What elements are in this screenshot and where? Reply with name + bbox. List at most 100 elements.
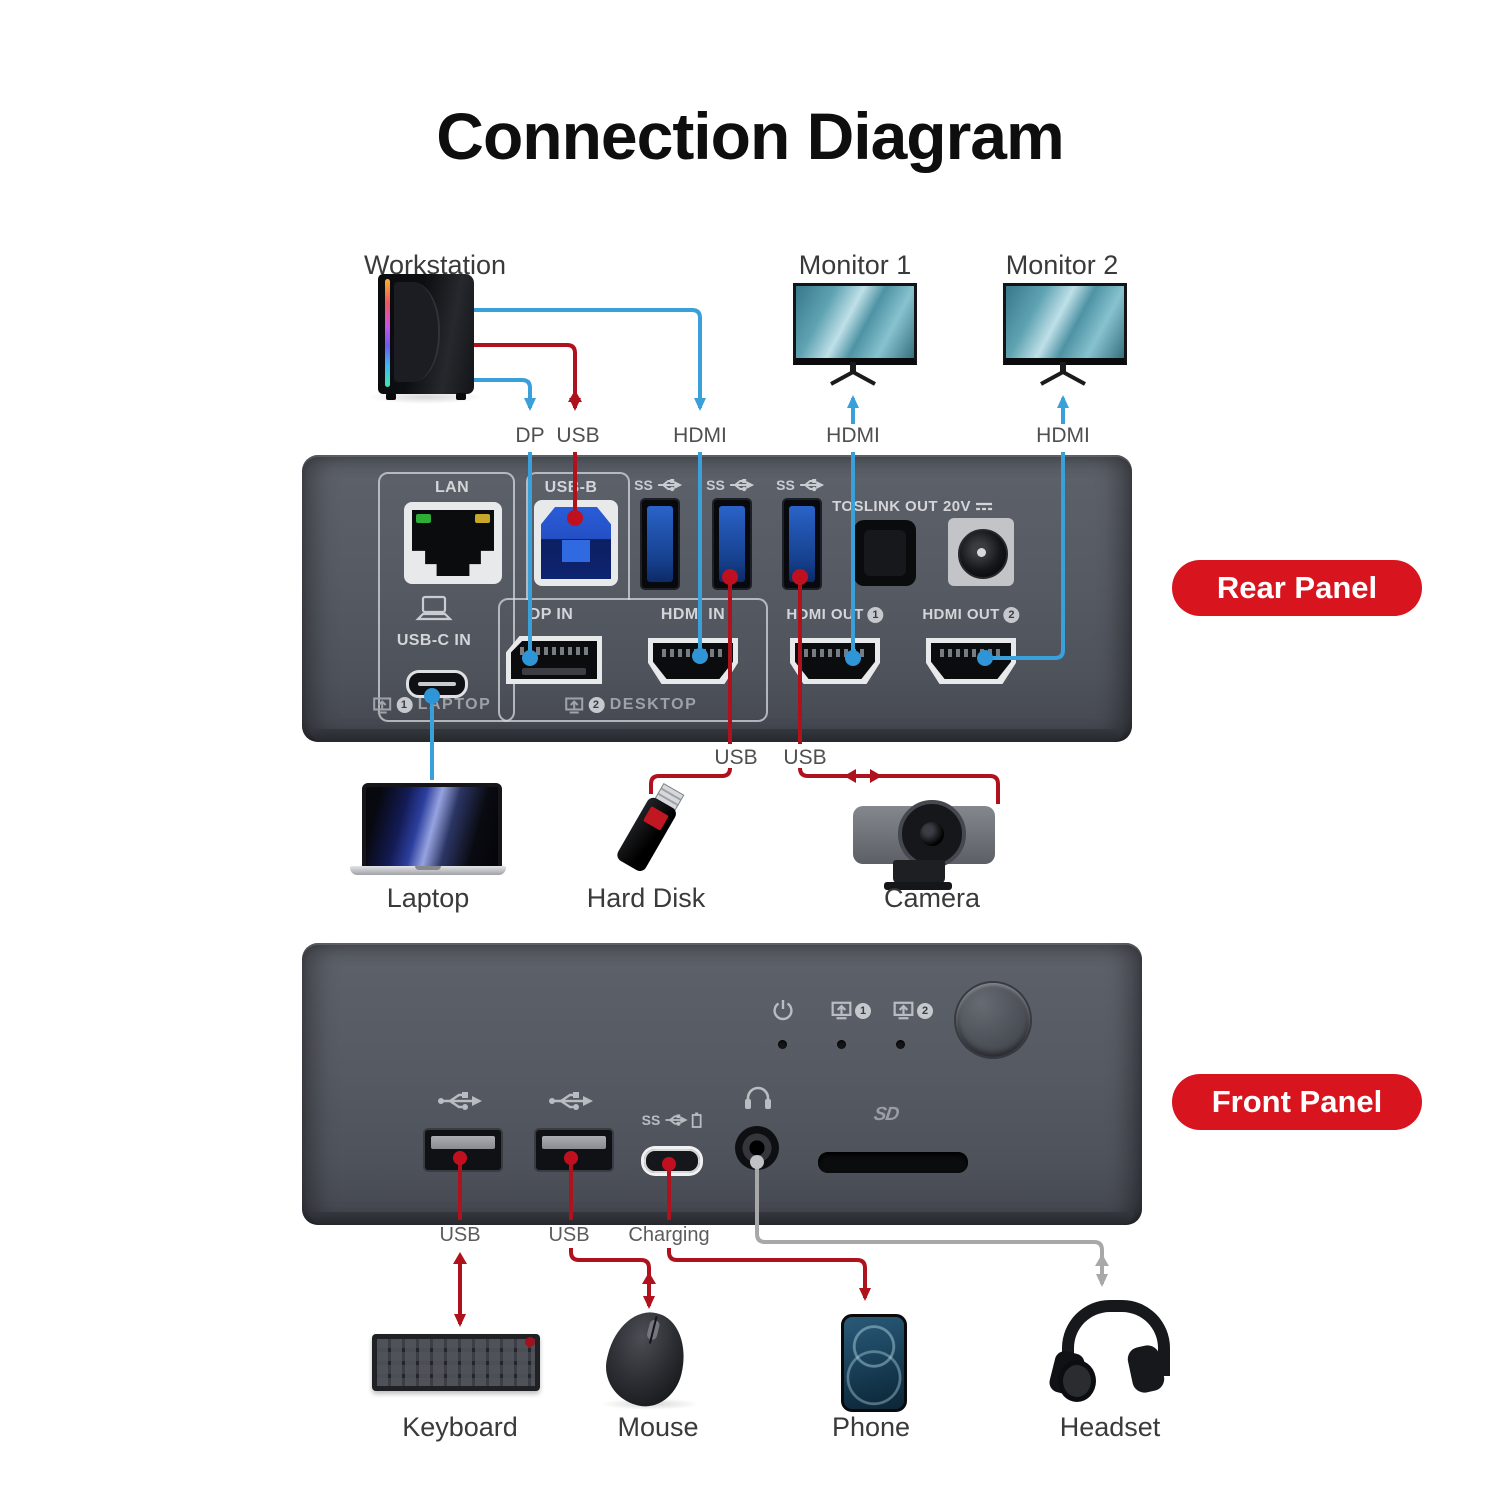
desktop-zone-label: 2 DESKTOP — [565, 696, 698, 714]
monitor-stand — [1040, 362, 1086, 386]
usb-c-in-port — [406, 670, 468, 698]
monitor1-label: Monitor 1 — [798, 250, 912, 280]
hdmi-pins — [940, 649, 1002, 657]
usb-trident-icon — [657, 479, 682, 492]
hdmi-pins — [804, 649, 866, 657]
sd-card-slot — [818, 1152, 968, 1173]
dp-in-port — [506, 636, 602, 684]
hdmi-cable-label: HDMI — [673, 424, 727, 447]
hdmi-in-label: HDMI IN — [660, 606, 726, 623]
usb-a-port-rear-3 — [782, 498, 822, 590]
usb-trident-icon — [729, 479, 754, 492]
dc-symbol-icon — [975, 502, 992, 511]
dp-pins — [520, 647, 588, 655]
tower-foot — [386, 393, 396, 400]
laptop-icon — [415, 595, 453, 621]
source1-number: 1 — [855, 1002, 871, 1019]
monitor-screen — [1003, 283, 1127, 365]
dp-slot — [522, 668, 586, 675]
usbb-zone-box — [526, 472, 630, 600]
ss-usb-icon: SS — [706, 477, 754, 493]
display-up-icon — [831, 1001, 852, 1020]
usb-a-port-front-1 — [423, 1128, 503, 1172]
hard-disk-image — [591, 771, 705, 897]
hdmi-in-port — [648, 638, 738, 684]
lan-led-green — [416, 514, 431, 523]
tower-foot — [456, 393, 466, 400]
drive-body — [614, 795, 679, 874]
ss-usb-icon: SS — [634, 477, 682, 493]
usb-cable-label: USB — [783, 746, 827, 769]
headphone-jack — [735, 1126, 779, 1170]
workstation-label: Workstation — [363, 250, 507, 280]
hdmi-cable-label: HDMI — [826, 424, 880, 447]
display-up-icon — [893, 1001, 914, 1020]
usb-c-in-label: USB-C IN — [396, 632, 472, 649]
hdmi-out2-port — [926, 638, 1016, 684]
power-label: 20V — [943, 498, 993, 515]
hdmi-cable-label: HDMI — [1036, 424, 1090, 447]
tower-door — [394, 282, 440, 382]
toslink-port — [854, 520, 916, 586]
keyboard-keys — [377, 1339, 535, 1386]
ss-text: SS — [776, 477, 795, 493]
zone2-number: 2 — [588, 697, 605, 713]
ss-text: SS — [641, 1112, 661, 1128]
ss-text: SS — [706, 477, 725, 493]
ss-text: SS — [634, 477, 653, 493]
zone2-text: DESKTOP — [609, 696, 698, 713]
phone-image — [841, 1314, 907, 1412]
front-dock — [302, 943, 1142, 1225]
power-indicator-icon — [773, 1000, 793, 1021]
usb-a-port-rear-1 — [640, 498, 680, 590]
rear-panel-badge: Rear Panel — [1172, 560, 1422, 616]
power-led — [778, 1040, 787, 1049]
monitor2-label: Monitor 2 — [1005, 250, 1119, 280]
camera-mount — [893, 860, 945, 884]
usb-trident-icon — [549, 1092, 593, 1110]
mouse-label: Mouse — [617, 1412, 699, 1442]
usb-b-port — [534, 500, 618, 586]
lan-led-yellow — [475, 514, 490, 523]
headset-earpad — [1058, 1360, 1096, 1402]
usb-port-label: USB — [439, 1224, 481, 1246]
keyboard-label: Keyboard — [402, 1412, 518, 1442]
power-button — [956, 983, 1030, 1057]
toslink-label: TOSLINK OUT — [832, 498, 938, 515]
hdmi-out2-number: 2 — [1003, 606, 1020, 623]
charging-port-label: Charging — [628, 1224, 710, 1246]
ss-charging-icon: SS — [642, 1112, 703, 1128]
camera-foot — [884, 882, 952, 890]
usb-cable-label: USB — [556, 424, 600, 447]
usb-c-opening — [644, 1149, 700, 1173]
hdmi-out2-text: HDMI OUT — [922, 606, 1000, 623]
battery-icon — [691, 1112, 702, 1128]
laptop-image — [362, 783, 502, 874]
power-label-text: 20V — [943, 498, 971, 515]
dp-in-label: DP IN — [528, 606, 574, 623]
usb-trident-icon — [438, 1092, 482, 1110]
source2-led — [896, 1040, 905, 1049]
usb-b-label: USB-B — [544, 479, 598, 496]
hdmi-out1-port — [790, 638, 880, 684]
camera-lens — [898, 800, 966, 868]
usb-a-port-rear-2 — [712, 498, 752, 590]
keyboard-image — [372, 1334, 540, 1391]
headset-label: Headset — [1059, 1412, 1161, 1442]
hdmi-pins — [662, 649, 724, 657]
display-up-icon — [373, 697, 392, 713]
usb-trident-icon — [799, 479, 824, 492]
usb-a-port-front-2 — [534, 1128, 614, 1172]
dp-cable-label: DP — [515, 424, 545, 447]
front-panel-badge: Front Panel — [1172, 1074, 1422, 1130]
source2-number: 2 — [917, 1002, 933, 1019]
monitor-screen — [793, 283, 917, 365]
lan-label: LAN — [434, 479, 470, 496]
tower-rgb-strip — [385, 279, 390, 387]
dc-power-port — [948, 518, 1014, 586]
source2-indicator: 2 — [893, 1001, 933, 1020]
sd-logo: SD — [872, 1104, 900, 1125]
usb-port-label: USB — [548, 1224, 590, 1246]
usb-b-connector — [541, 507, 611, 579]
